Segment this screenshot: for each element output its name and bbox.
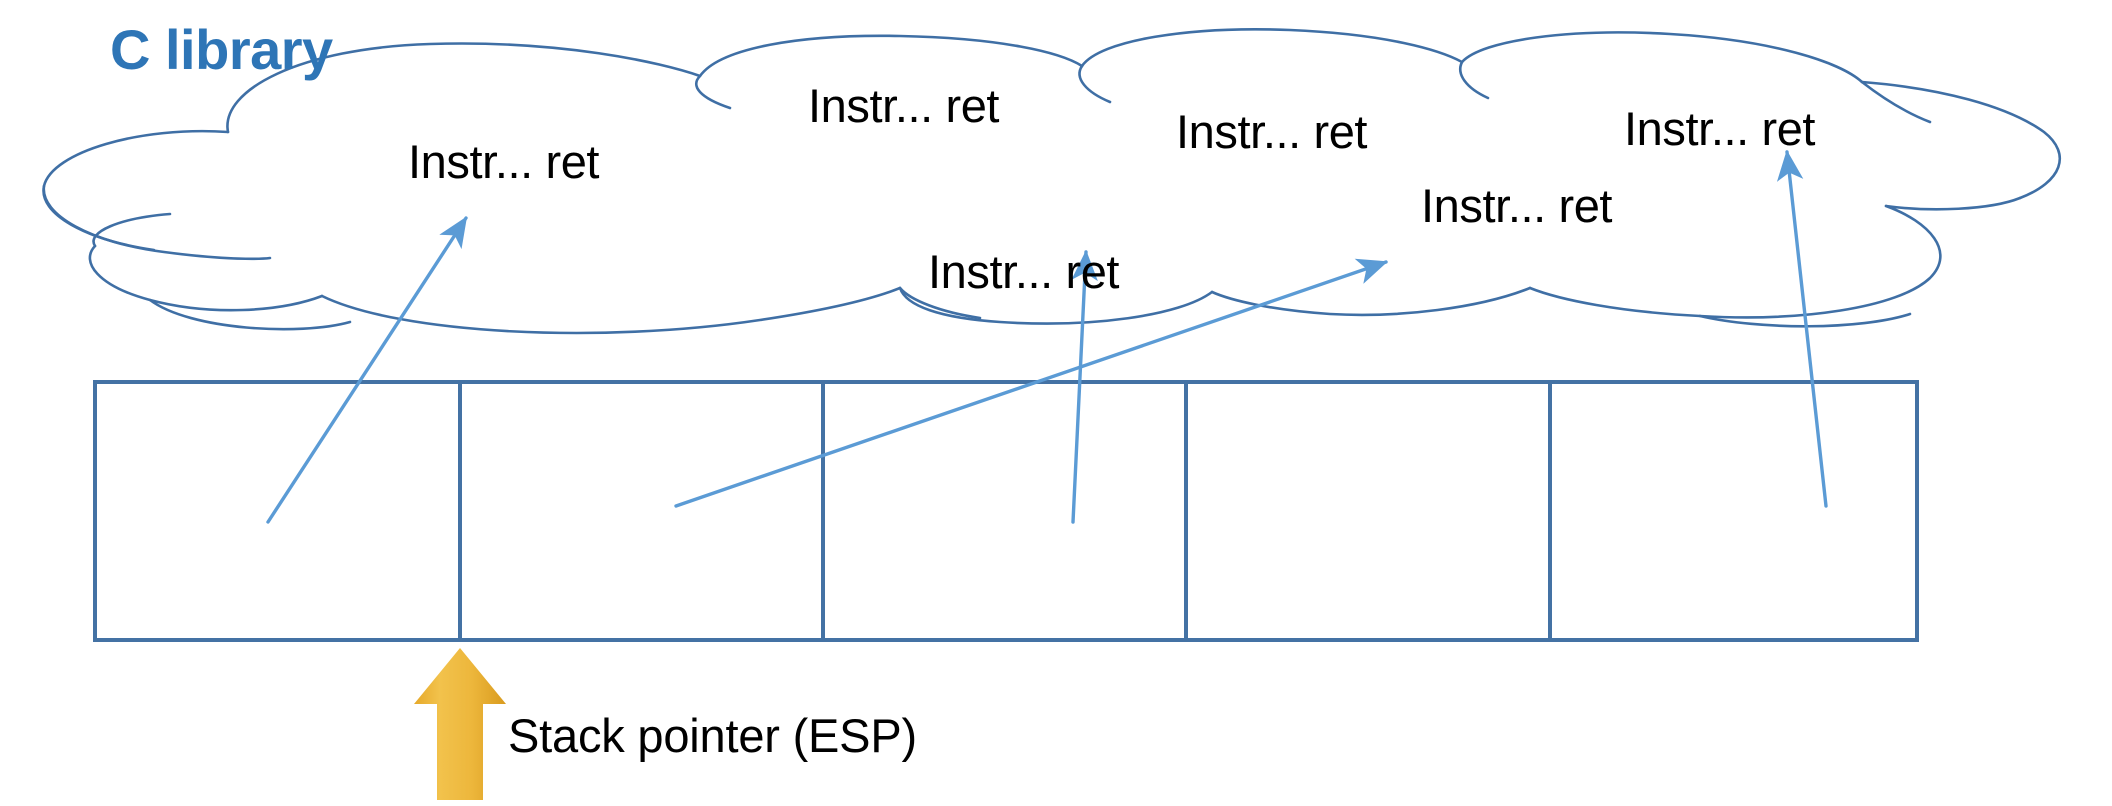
instr-label-3: Instr... ret: [1176, 105, 1368, 158]
page-title: C library: [110, 18, 333, 81]
instr-label-1: Instr... ret: [408, 135, 600, 188]
arrow-cell2-to-instr5: [674, 258, 1388, 508]
stack-pointer-label: Stack pointer (ESP): [508, 709, 917, 762]
stack-box: [93, 380, 1919, 642]
stack-pointer-arrow: [414, 648, 506, 800]
arrow-cell1-to-instr1: [266, 216, 468, 524]
instr-label-5: Instr... ret: [1421, 179, 1613, 232]
instr-label-2: Instr... ret: [808, 79, 1000, 132]
instr-label-6: Instr... ret: [1624, 102, 1816, 155]
arrow-cell5-to-instr6: [1776, 149, 1828, 508]
arrow-cell3-to-instr4: [1071, 249, 1098, 524]
stack-box-outline: [93, 380, 1919, 642]
instr-label-4: Instr... ret: [928, 245, 1120, 298]
